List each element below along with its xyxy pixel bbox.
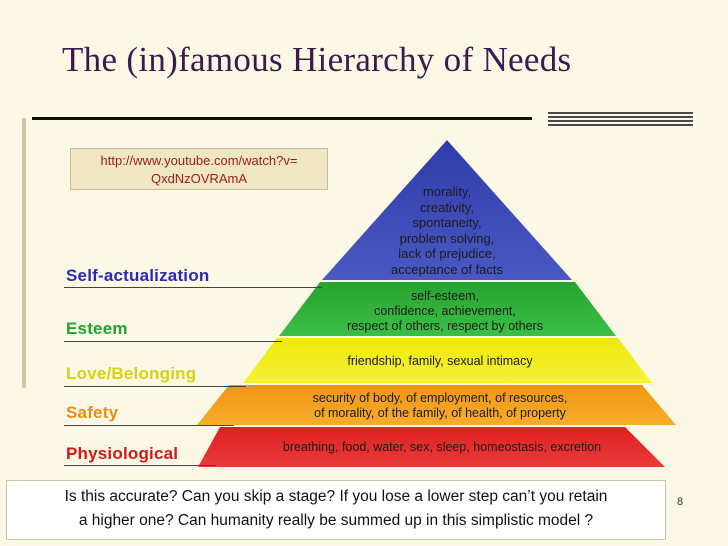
layer-line: respect of others, respect by others	[347, 319, 543, 333]
pyramid-layer-physiological	[198, 427, 665, 467]
level-label-esteem: Esteem	[66, 319, 128, 338]
question-line1: Is this accurate? Can you skip a stage? …	[64, 488, 608, 505]
pyramid-layer-self-actualization	[322, 140, 572, 280]
level-line-physiological	[64, 465, 216, 466]
decorative-bars	[548, 112, 693, 128]
pyramid-layer-esteem	[279, 282, 616, 336]
page-number: 8	[677, 496, 684, 508]
layer-line: confidence, achievement,	[374, 304, 516, 318]
safety-description: security of body, of employment, of reso…	[240, 391, 640, 421]
layer-line: breathing, food, water, sex, sleep, home…	[282, 440, 602, 454]
layer-line: of morality, of the family, of health, o…	[314, 406, 566, 420]
title-underline	[32, 117, 532, 120]
pyramid-layer-safety	[197, 385, 676, 425]
link-text-line2: QxdNzOVRAmA	[150, 171, 248, 186]
level-label-self-actualization: Self-actualization	[66, 266, 210, 285]
level-line-esteem	[64, 341, 282, 342]
layer-line: acceptance of facts	[390, 261, 503, 277]
layer-line: lack of prejudice,	[398, 246, 496, 261]
self-actualization-description: morality, creativity, spontaneity, probl…	[340, 184, 554, 277]
layer-line: morality,	[422, 184, 472, 199]
pyramid-layer-love-belonging	[243, 338, 652, 383]
esteem-description: self-esteem, confidence, achievement, re…	[290, 289, 600, 334]
layer-line: friendship, family, sexual intimacy	[347, 354, 533, 368]
level-label-physiological: Physiological	[66, 444, 179, 463]
slide-title: The (in)famous Hierarchy of Needs	[62, 40, 572, 79]
level-label-safety: Safety	[66, 403, 119, 422]
question-box: Is this accurate? Can you skip a stage? …	[6, 480, 666, 540]
layer-line: security of body, of employment, of reso…	[312, 391, 568, 405]
left-accent-rule	[22, 118, 26, 388]
level-line-self-actualization	[64, 287, 322, 288]
layer-line: spontaneity,	[412, 215, 482, 230]
love-belonging-description: friendship, family, sexual intimacy	[260, 354, 620, 369]
layer-line: creativity,	[420, 199, 474, 215]
level-label-love-belonging: Love/Belonging	[66, 364, 197, 383]
link-text-line1: http://www.youtube.com/watch?v=	[100, 153, 298, 168]
youtube-link[interactable]: http://www.youtube.com/watch?v= QxdNzOVR…	[70, 148, 328, 190]
physiological-description: breathing, food, water, sex, sleep, home…	[222, 440, 662, 455]
level-line-love-belonging	[64, 386, 246, 387]
layer-line: self-esteem,	[410, 289, 480, 303]
level-line-safety	[64, 425, 234, 426]
layer-line: problem solving,	[399, 230, 495, 246]
question-line2: a higher one? Can humanity really be sum…	[78, 512, 594, 529]
